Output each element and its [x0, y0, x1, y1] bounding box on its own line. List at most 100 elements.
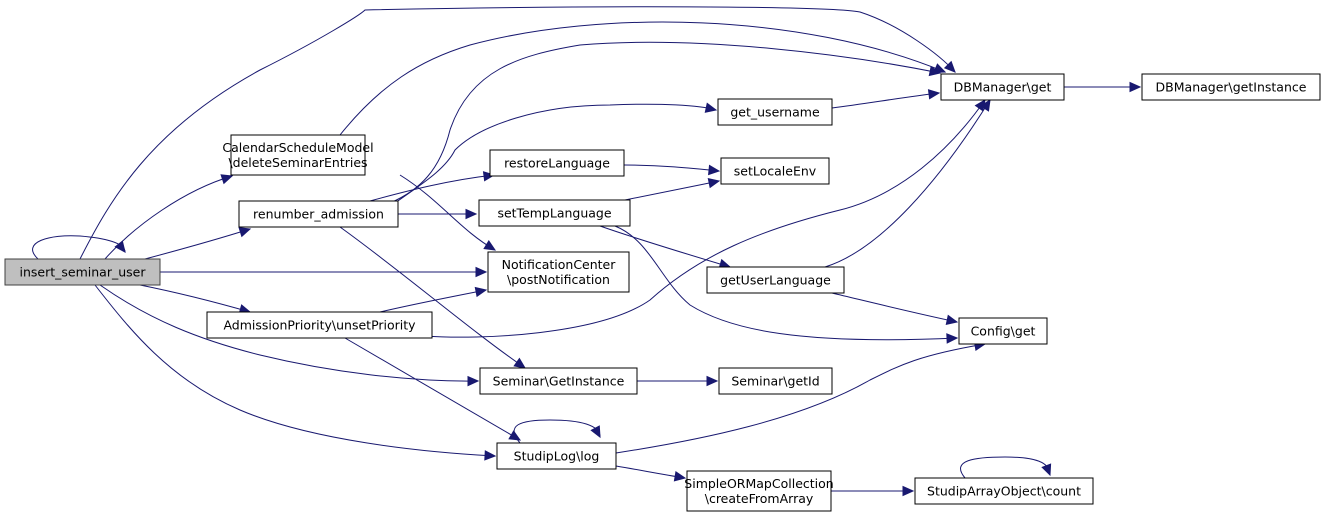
node-box[interactable]	[1141, 73, 1321, 101]
node-box[interactable]	[489, 149, 625, 177]
node-box[interactable]	[478, 199, 631, 227]
node-box[interactable]	[717, 98, 833, 126]
edge-renumber_admission-to-DBManagerGet	[389, 41, 942, 204]
node-box[interactable]	[706, 266, 845, 294]
edge-line	[424, 99, 986, 338]
arrowhead-icon	[475, 266, 488, 278]
node-insert_seminar_user[interactable]: insert_seminar_user	[4, 258, 161, 286]
node-box[interactable]	[496, 442, 617, 470]
arrowhead-icon	[474, 286, 488, 298]
edge-line	[32, 235, 126, 260]
edge-line	[599, 225, 731, 268]
node-label: get_username	[730, 105, 820, 120]
edge-line	[344, 337, 521, 441]
node-label: StudipLog\log	[514, 449, 600, 464]
edges-layer	[32, 6, 1142, 497]
node-box[interactable]	[914, 477, 1094, 505]
node-label: DBManager\getInstance	[1156, 80, 1307, 95]
edge-line	[513, 419, 601, 444]
node-label: setLocaleEnv	[734, 164, 817, 179]
edge-deleteSeminarEntries-to-DBManagerGet	[339, 21, 947, 136]
arrowhead-icon	[704, 102, 718, 113]
edge-StudipLog-to-StudipLog	[513, 419, 601, 444]
node-box[interactable]	[206, 311, 433, 339]
edge-get_username-to-DBManagerGet	[831, 89, 941, 109]
node-DBManagerGetInstance[interactable]: DBManager\getInstance	[1141, 73, 1321, 101]
edge-insert_seminar_user-to-StudipLog	[94, 284, 497, 461]
node-StudipLog[interactable]: StudipLog\log	[496, 442, 617, 470]
arrowhead-icon	[979, 98, 991, 112]
node-createFromArray[interactable]: SimpleORMapCollection\createFromArray	[684, 470, 834, 512]
arrowhead-icon	[946, 333, 959, 344]
arrowhead-icon	[707, 177, 721, 189]
node-label: setTempLanguage	[497, 206, 611, 221]
node-getUserLanguage[interactable]: getUserLanguage	[706, 266, 845, 294]
node-postNotification[interactable]: NotificationCenter\postNotification	[487, 251, 630, 293]
arrowhead-icon	[902, 485, 915, 497]
arrowhead-icon	[1041, 463, 1052, 477]
edge-line	[619, 180, 720, 202]
node-StudipArrayCount[interactable]: StudipArrayObject\count	[914, 477, 1094, 505]
node-box[interactable]	[686, 470, 832, 512]
arrowhead-icon	[1129, 81, 1142, 93]
arrowhead-icon	[482, 171, 496, 182]
node-box[interactable]	[4, 258, 161, 286]
node-label: Seminar\getId	[731, 374, 819, 389]
arrowhead-icon	[943, 60, 956, 73]
node-unsetPriority[interactable]: AdmissionPriority\unsetPriority	[206, 311, 433, 339]
edge-renumber_admission-to-setTempLanguage	[398, 208, 478, 220]
edge-renumber_admission-to-SeminarGetInstance	[339, 226, 527, 369]
node-SeminarGetId[interactable]: Seminar\getId	[718, 367, 833, 395]
arrowhead-icon	[590, 425, 601, 439]
node-setTempLanguage[interactable]: setTempLanguage	[478, 199, 631, 227]
node-setLocaleEnv[interactable]: setLocaleEnv	[720, 157, 830, 185]
node-DBManagerGet[interactable]: DBManager\get	[940, 73, 1065, 101]
edge-StudipLog-to-ConfigGet	[615, 340, 987, 454]
edge-line	[960, 456, 1051, 479]
edge-line	[144, 228, 251, 260]
edge-line	[339, 21, 946, 136]
arrowhead-icon	[508, 430, 522, 441]
edge-insert_seminar_user-to-postNotification	[160, 266, 488, 278]
edge-StudipLog-to-createFromArray	[615, 465, 687, 482]
node-box[interactable]	[230, 134, 366, 176]
edge-line	[369, 174, 495, 202]
arrowhead-icon	[673, 471, 687, 482]
node-box[interactable]	[940, 73, 1065, 101]
arrowhead-icon	[927, 89, 941, 100]
node-box[interactable]	[238, 200, 399, 228]
edge-line	[104, 175, 233, 260]
node-restoreLanguage[interactable]: restoreLanguage	[489, 149, 625, 177]
arrowhead-icon	[465, 208, 478, 220]
node-ConfigGet[interactable]: Config\get	[958, 317, 1048, 345]
node-SeminarGetInstance[interactable]: Seminar\GetInstance	[479, 367, 638, 395]
node-label: StudipArrayObject\count	[927, 484, 1081, 499]
arrowhead-icon	[238, 227, 252, 238]
edge-line	[824, 99, 991, 268]
node-box[interactable]	[479, 367, 638, 395]
node-label: AdmissionPriority\unsetPriority	[223, 318, 416, 333]
node-renumber_admission[interactable]: renumber_admission	[238, 200, 399, 228]
edge-insert_seminar_user-to-insert_seminar_user	[32, 235, 126, 260]
arrowhead-icon	[945, 314, 959, 325]
edge-line	[615, 343, 986, 454]
node-label: insert_seminar_user	[20, 265, 147, 280]
node-box[interactable]	[720, 157, 830, 185]
nodes-layer: insert_seminar_user CalendarScheduleModel…	[4, 73, 1321, 512]
edge-renumber_admission-to-restoreLanguage	[369, 171, 496, 202]
node-get_username[interactable]: get_username	[717, 98, 833, 126]
node-deleteSeminarEntries[interactable]: CalendarScheduleModel\deleteSeminarEntri…	[222, 134, 374, 176]
edge-line	[623, 164, 720, 172]
node-box[interactable]	[718, 367, 833, 395]
edge-getUserLanguage-to-ConfigGet	[831, 292, 959, 325]
arrowhead-icon	[708, 164, 721, 176]
edge-SeminarGetInstance-to-SeminarGetId	[637, 375, 719, 387]
node-label: CalendarScheduleModel	[222, 140, 373, 155]
edge-setTempLanguage-to-ConfigGet	[614, 225, 959, 344]
node-box[interactable]	[958, 317, 1048, 345]
edge-line	[831, 92, 940, 109]
edge-insert_seminar_user-to-DBManagerGet	[79, 6, 956, 260]
edge-insert_seminar_user-to-renumber_admission	[144, 227, 252, 260]
node-box[interactable]	[487, 251, 630, 293]
